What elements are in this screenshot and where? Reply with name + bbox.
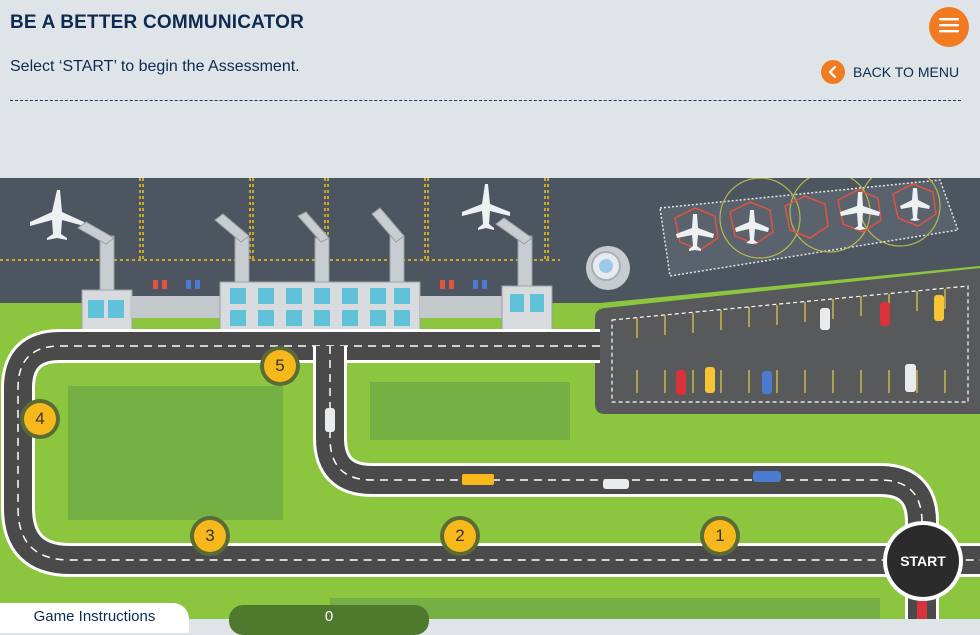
- hamburger-icon: [939, 17, 959, 38]
- score-display: 0: [229, 605, 429, 635]
- apron: [659, 179, 960, 277]
- stop-marker-3[interactable]: 3: [190, 516, 230, 556]
- start-label: START: [887, 525, 959, 597]
- game-map: [0, 178, 980, 619]
- page-title: BE A BETTER COMMUNICATOR: [10, 12, 305, 33]
- back-to-menu-button[interactable]: BACK TO MENU: [821, 60, 959, 84]
- stop-marker-2[interactable]: 2: [440, 516, 480, 556]
- divider: [10, 100, 961, 101]
- back-to-menu-label: BACK TO MENU: [853, 64, 960, 80]
- stop-marker-label: 2: [444, 520, 476, 552]
- chevron-left-icon: [821, 60, 845, 84]
- parked-cars: [676, 295, 944, 395]
- stop-marker-label: 5: [264, 350, 296, 382]
- stop-marker-1[interactable]: 1: [700, 516, 740, 556]
- stop-marker-label: 1: [704, 520, 736, 552]
- instruction-text: Select ‘START’ to begin the Assessment.: [10, 58, 300, 75]
- stop-marker-4[interactable]: 4: [20, 399, 60, 439]
- menu-button[interactable]: [929, 7, 969, 47]
- stop-marker-5[interactable]: 5: [260, 346, 300, 386]
- stop-marker-label: 3: [194, 520, 226, 552]
- stop-marker-label: 4: [24, 403, 56, 435]
- start-button[interactable]: START: [883, 521, 963, 601]
- game-instructions-button[interactable]: Game Instructions: [0, 603, 189, 633]
- plane-icon: [30, 184, 930, 251]
- road-vehicles: [325, 408, 927, 619]
